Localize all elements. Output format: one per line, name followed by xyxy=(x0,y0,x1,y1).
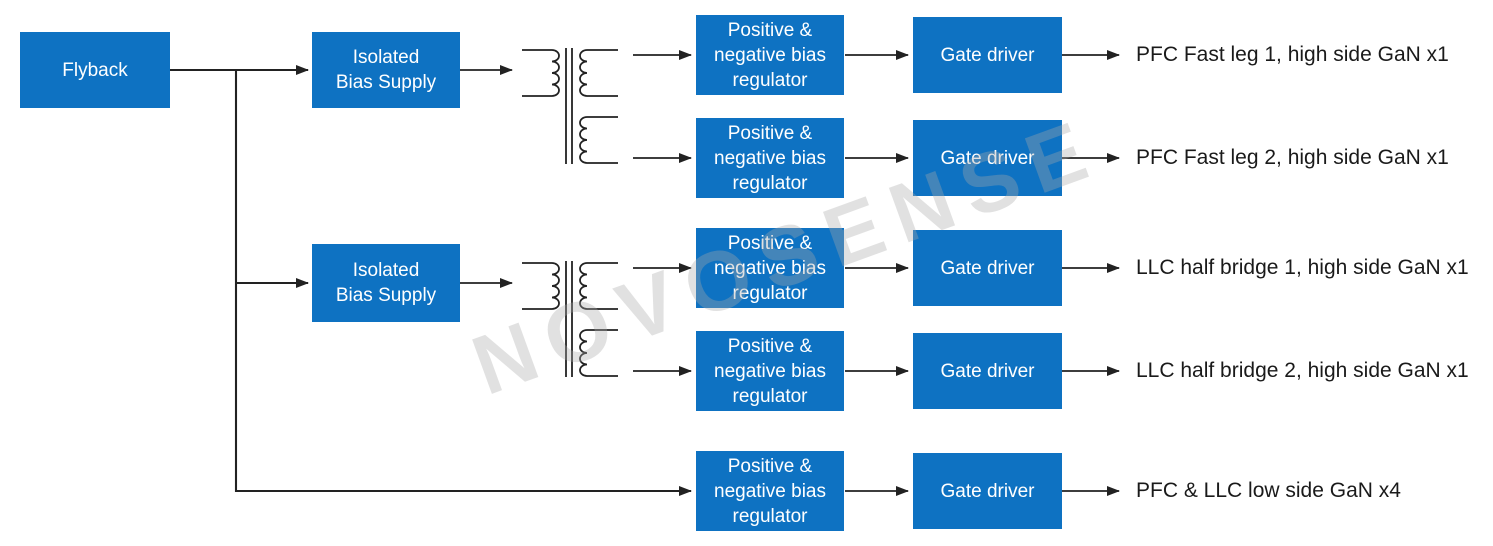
block-gate-driver-label: Gate driver xyxy=(940,147,1035,169)
block-label-line: negative bias xyxy=(714,480,826,502)
block-gate-driver-label: Gate driver xyxy=(940,480,1035,502)
output-label-5: PFC & LLC low side GaN x4 xyxy=(1136,479,1401,502)
block-label-line: regulator xyxy=(732,505,808,527)
block-gate-driver-3: Gate driver xyxy=(913,230,1062,306)
block-label-line: Positive & xyxy=(727,19,813,41)
block-gate-driver-4: Gate driver xyxy=(913,333,1062,409)
output-label-3: LLC half bridge 1, high side GaN x1 xyxy=(1136,256,1469,279)
transformer-2-icon xyxy=(521,260,619,378)
block-label-line: Positive & xyxy=(727,122,813,144)
block-flyback: Flyback xyxy=(20,32,170,108)
block-gate-driver-2: Gate driver xyxy=(913,120,1062,196)
block-label-line: Isolated xyxy=(352,260,420,281)
block-bias-regulator-5: Positive & negative bias regulator xyxy=(696,451,844,531)
block-label-line: Bias Supply xyxy=(335,285,437,306)
block-bias-regulator-2: Positive & negative bias regulator xyxy=(696,118,844,198)
wire-flyback-branch-to-regulator-5 xyxy=(234,70,692,496)
block-flyback-label: Flyback xyxy=(62,59,128,81)
block-gate-driver-5: Gate driver xyxy=(913,453,1062,529)
block-label-line: Isolated xyxy=(352,47,420,68)
output-label-4: LLC half bridge 2, high side GaN x1 xyxy=(1136,359,1469,382)
block-label-line: regulator xyxy=(732,172,808,194)
block-label-line: Positive & xyxy=(727,335,813,357)
block-gate-driver-1: Gate driver xyxy=(913,17,1062,93)
output-label-1: PFC Fast leg 1, high side GaN x1 xyxy=(1136,43,1449,66)
block-label-line: negative bias xyxy=(714,360,826,382)
output-label-2: PFC Fast leg 2, high side GaN x1 xyxy=(1136,146,1449,169)
block-label-line: Positive & xyxy=(727,455,813,477)
block-label-line: negative bias xyxy=(714,44,826,66)
block-isolated-bias-supply-1: Isolated Bias Supply xyxy=(312,32,460,108)
block-gate-driver-label: Gate driver xyxy=(940,360,1035,382)
block-label-line: regulator xyxy=(732,282,808,304)
block-label-line: regulator xyxy=(732,385,808,407)
block-gate-driver-label: Gate driver xyxy=(940,44,1035,66)
block-gate-driver-label: Gate driver xyxy=(940,257,1035,279)
block-label-line: Bias Supply xyxy=(335,72,437,93)
block-label-line: negative bias xyxy=(714,257,826,279)
transformer-1-icon xyxy=(521,47,619,165)
block-bias-regulator-4: Positive & negative bias regulator xyxy=(696,331,844,411)
block-isolated-bias-supply-2: Isolated Bias Supply xyxy=(312,244,460,322)
block-label-line: Positive & xyxy=(727,232,813,254)
block-label-line: negative bias xyxy=(714,147,826,169)
block-bias-regulator-3: Positive & negative bias regulator xyxy=(696,228,844,308)
block-bias-regulator-1: Positive & negative bias regulator xyxy=(696,15,844,95)
block-label-line: regulator xyxy=(732,69,808,91)
